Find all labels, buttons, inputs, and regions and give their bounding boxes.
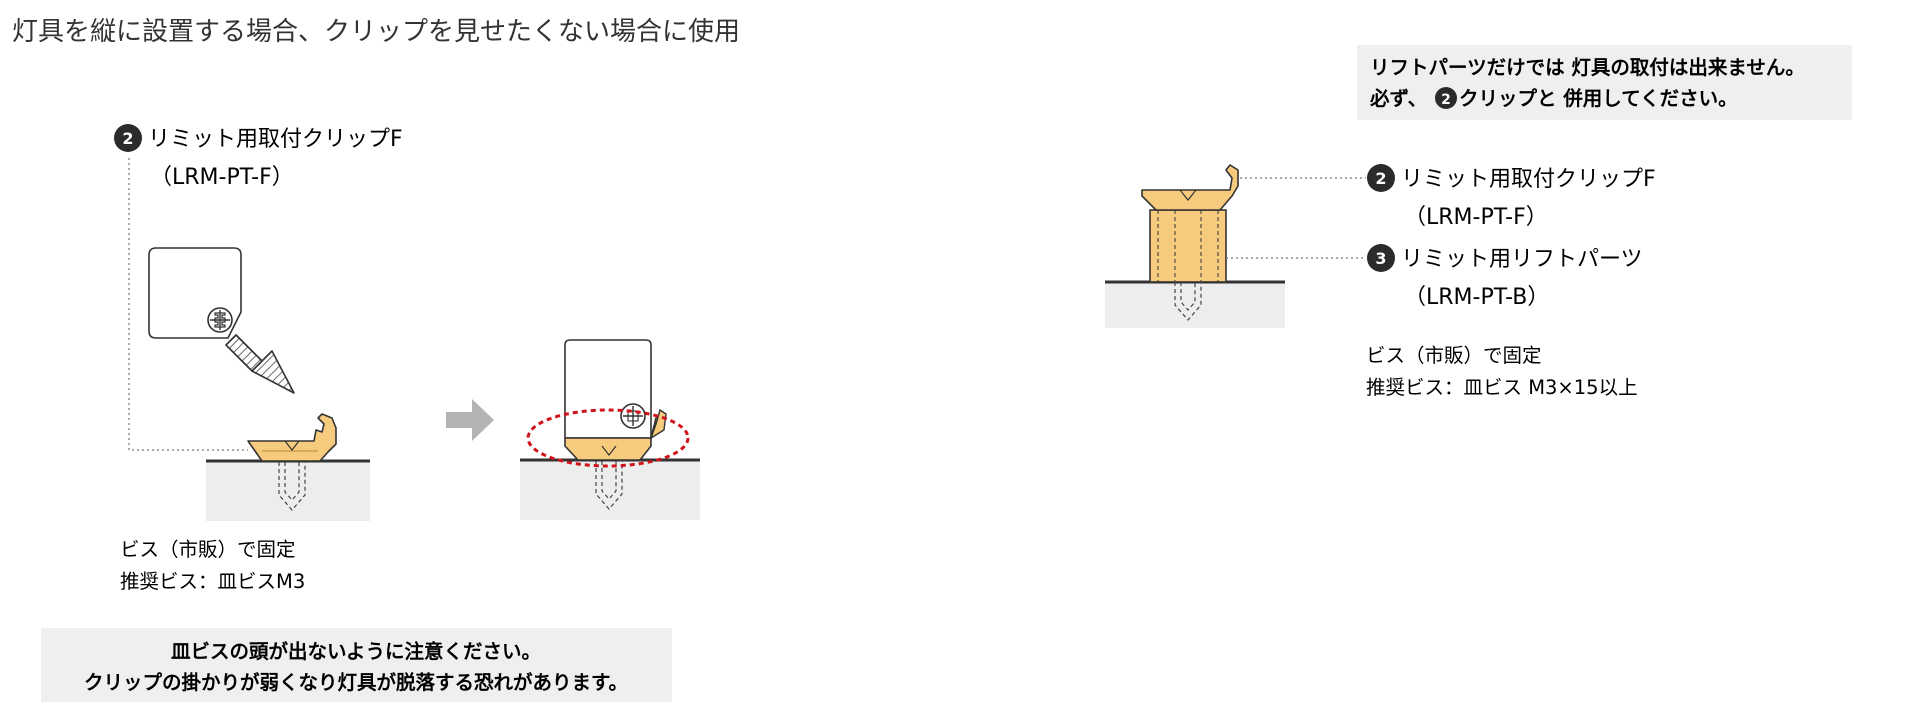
right-lift-callout: 3 リミット用リフトパーツ （LRM-PT-B） — [1367, 244, 1643, 310]
left-clip-code: （LRM-PT-F） — [150, 165, 294, 190]
right-screw-line1: ビス（市販）で固定 — [1366, 344, 1542, 367]
left-clip-callout: 2 リミット用取付クリップF （LRM-PT-F） — [114, 124, 403, 451]
right-note-line2-prefix: 必ず、 — [1369, 87, 1427, 110]
right-note-badge-number: 2 — [1441, 92, 1451, 108]
left-note-line1: 皿ビスの頭が出ないように注意ください。 — [171, 640, 541, 663]
fixture-before — [148, 247, 242, 339]
screw-head-icon — [620, 403, 646, 429]
badge-2 — [1367, 164, 1395, 192]
right-lift-badge-number: 3 — [1375, 249, 1386, 268]
leader-line — [128, 158, 248, 451]
right-clip-badge-number: 2 — [1375, 169, 1386, 188]
badge-2 — [114, 124, 142, 152]
left-caution-note: 皿ビスの頭が出ないように注意ください。 クリップの掛かりが弱くなり灯具が脱落する… — [41, 628, 672, 702]
caution-ellipse — [526, 408, 690, 468]
screw-head-icon — [207, 307, 233, 333]
right-note-line2-suffix: クリップと 併用してください。 — [1459, 87, 1738, 110]
badge-3 — [1367, 244, 1395, 272]
left-screw-line1: ビス（市販）で固定 — [120, 538, 296, 561]
right-screw-line2: 推奨ビス：皿ビス M3×15以上 — [1366, 376, 1638, 399]
right-arrow-icon — [446, 399, 494, 441]
right-clip-name: リミット用取付クリップF — [1401, 167, 1656, 192]
left-clip — [247, 413, 337, 462]
badge-2-number: 2 — [122, 129, 133, 148]
right-lift-name: リミット用リフトパーツ — [1401, 247, 1643, 272]
right-lift-code: （LRM-PT-B） — [1404, 285, 1549, 310]
left-base — [206, 459, 370, 521]
left-screw-line2: 推奨ビス：皿ビスM3 — [120, 570, 305, 593]
right-note-line1: リフトパーツだけでは 灯具の取付は出来ません。 — [1370, 56, 1805, 79]
right-clip-callout: 2 リミット用取付クリップF （LRM-PT-F） — [1367, 164, 1656, 230]
left-clip-name: リミット用取付クリップF — [148, 127, 403, 152]
left-note-line2: クリップの掛かりが弱くなり灯具が脱落する恐れがあります。 — [84, 671, 628, 694]
page-title: 灯具を縦に設置する場合、クリップを見せたくない場合に使用 — [12, 17, 740, 47]
fixture-after — [520, 339, 700, 520]
right-assembly — [1105, 164, 1366, 328]
right-clip-code: （LRM-PT-F） — [1404, 205, 1548, 230]
badge-2 — [1435, 87, 1457, 109]
right-caution-note: リフトパーツだけでは 灯具の取付は出来ません。 必ず、 2 クリップと 併用して… — [1357, 45, 1852, 120]
